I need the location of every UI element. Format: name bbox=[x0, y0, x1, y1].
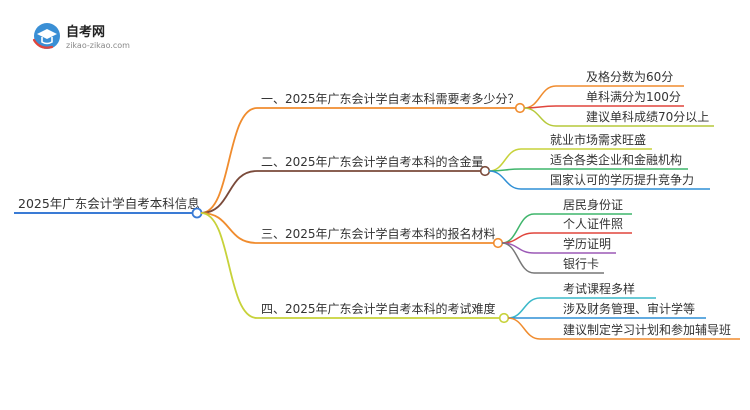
leaf-3-2-connector bbox=[507, 317, 541, 340]
branch-3-connector bbox=[200, 212, 258, 319]
leaf-2-3[interactable]: 银行卡 bbox=[501, 242, 604, 274]
leaf-0-0-connector bbox=[523, 85, 557, 109]
logo-name: 自考网 bbox=[66, 24, 105, 40]
branch-0[interactable]: 一、2025年广东会计学自考本科需要考多少分？ 及格分数为60分 单科满分为10… bbox=[200, 69, 714, 214]
site-logo[interactable]: 自考网 zikao-zikao.com bbox=[32, 23, 130, 50]
leaf-0-0-label: 及格分数为60分 bbox=[586, 69, 673, 84]
root-label: 2025年广东会计学自考本科信息 bbox=[18, 196, 200, 211]
leaf-2-0[interactable]: 居民身份证 bbox=[501, 197, 632, 244]
leaf-0-2[interactable]: 建议单科成绩70分以上 bbox=[523, 107, 714, 127]
branch-2[interactable]: 三、2025年广东会计学自考本科的报名材料 居民身份证 个人证件照 学历证明 银… bbox=[200, 197, 632, 274]
branch-1-connector bbox=[200, 170, 258, 214]
leaf-1-1[interactable]: 适合各类企业和金融机构 bbox=[488, 152, 688, 172]
cap-base bbox=[41, 37, 53, 45]
branch-1-label: 二、2025年广东会计学自考本科的含金量 bbox=[261, 154, 484, 169]
leaf-2-1-label: 个人证件照 bbox=[563, 217, 623, 231]
leaf-3-1-label: 涉及财务管理、审计学等 bbox=[563, 301, 695, 316]
branch-1-dot bbox=[479, 165, 491, 177]
root-node[interactable]: 2025年广东会计学自考本科信息 bbox=[14, 196, 203, 219]
leaf-2-2[interactable]: 学历证明 bbox=[501, 236, 616, 254]
cap-shape bbox=[37, 29, 57, 39]
leaf-0-2-label: 建议单科成绩70分以上 bbox=[586, 110, 709, 124]
leaf-3-0-connector bbox=[507, 297, 541, 319]
branch-2-connector bbox=[200, 212, 258, 244]
branch-2-label: 三、2025年广东会计学自考本科的报名材料 bbox=[261, 226, 496, 241]
leaf-1-0-label: 就业市场需求旺盛 bbox=[550, 132, 646, 147]
leaf-2-3-label: 银行卡 bbox=[563, 257, 599, 271]
branch-0-label: 一、2025年广东会计学自考本科需要考多少分？ bbox=[261, 91, 520, 106]
leaf-1-0-connector bbox=[488, 148, 522, 172]
branch-2-dot bbox=[492, 237, 504, 249]
leaf-0-1-label: 单科满分为100分 bbox=[586, 90, 681, 104]
logo-url: zikao-zikao.com bbox=[66, 41, 130, 50]
branch-0-dot bbox=[514, 102, 526, 114]
branch-3[interactable]: 四、2025年广东会计学自考本科的考试难度 考试课程多样 涉及财务管理、审计学等… bbox=[200, 212, 740, 340]
branch-1[interactable]: 二、2025年广东会计学自考本科的含金量 就业市场需求旺盛 适合各类企业和金融机… bbox=[200, 132, 710, 214]
leaf-3-2[interactable]: 建议制定学习计划和参加辅导班 bbox=[507, 317, 740, 340]
branch-0-connector bbox=[200, 107, 258, 214]
leaf-1-2-label: 国家认可的学历提升竞争力 bbox=[550, 172, 694, 187]
leaf-1-2-connector bbox=[488, 170, 522, 190]
leaf-2-0-label: 居民身份证 bbox=[563, 197, 623, 212]
branch-3-dot bbox=[498, 312, 510, 324]
leaf-2-2-label: 学历证明 bbox=[563, 236, 611, 251]
leaf-3-2-label: 建议制定学习计划和参加辅导班 bbox=[563, 322, 731, 337]
logo-swoosh bbox=[32, 38, 54, 49]
leaf-1-1-label: 适合各类企业和金融机构 bbox=[550, 152, 682, 167]
leaf-0-1[interactable]: 单科满分为100分 bbox=[523, 90, 684, 109]
leaf-0-2-connector bbox=[523, 107, 557, 127]
root-connector bbox=[191, 207, 203, 219]
leaf-1-2[interactable]: 国家认可的学历提升竞争力 bbox=[488, 170, 710, 190]
leaf-3-0-label: 考试课程多样 bbox=[563, 281, 635, 296]
leaf-2-3-connector bbox=[501, 242, 535, 274]
leaf-3-1[interactable]: 涉及财务管理、审计学等 bbox=[508, 301, 706, 319]
branch-3-label: 四、2025年广东会计学自考本科的考试难度 bbox=[261, 301, 496, 316]
